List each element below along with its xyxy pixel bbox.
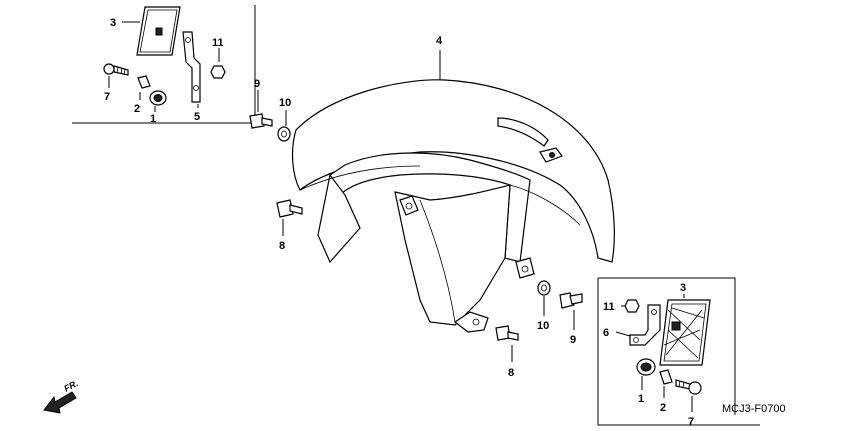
callout-1-top: 1 (150, 113, 156, 125)
washer-10-top (277, 126, 291, 142)
callout-3-top: 3 (110, 17, 116, 29)
callout-10-bottom: 10 (537, 320, 549, 332)
inset-box-bottom-right (597, 277, 760, 426)
bracket-bottom (629, 304, 661, 346)
collar-2-top (137, 75, 151, 89)
callout-5: 5 (194, 111, 200, 123)
callout-2-bottom: 2 (660, 402, 666, 414)
callout-2-top: 2 (134, 103, 140, 115)
washer-10-bottom (537, 280, 551, 296)
reflector-top (136, 6, 181, 56)
callout-7-bottom: 7 (688, 416, 694, 428)
callout-8-left: 8 (279, 240, 285, 252)
front-fender (291, 79, 615, 333)
nut-11-bottom (624, 299, 640, 313)
grommet-1-bottom (636, 358, 656, 376)
callout-11-top: 11 (212, 37, 224, 49)
collar-2-bottom (659, 369, 673, 385)
callout-11-bottom: 11 (603, 301, 615, 313)
callout-6: 6 (603, 327, 609, 339)
screw-7-top (103, 63, 129, 76)
callout-1-bottom: 1 (638, 393, 644, 405)
leader-6 (615, 331, 631, 337)
bolt-9-top (249, 113, 273, 129)
front-arrow-icon (43, 391, 77, 414)
diagram-code: MCJ3-F0700 (722, 403, 786, 415)
callout-4: 4 (436, 35, 443, 47)
grommet-1-top (149, 90, 167, 106)
bolt-8-bottom (495, 325, 519, 341)
bolt-8-left (276, 199, 303, 218)
leaders-top-left (108, 21, 220, 112)
bracket-top (182, 31, 201, 103)
callout-10-top: 10 (279, 97, 291, 109)
screw-7-bottom (675, 379, 702, 395)
callout-9-bottom: 9 (570, 334, 576, 346)
callout-8-bottom: 8 (508, 367, 514, 379)
front-direction-label: FR. (62, 378, 79, 394)
callout-7-top: 7 (104, 91, 110, 103)
callout-3-bottom: 3 (680, 282, 686, 294)
reflector-bottom (659, 299, 711, 366)
callout-9-top: 9 (254, 78, 260, 90)
bolt-9-bottom (559, 292, 583, 309)
nut-11-top (210, 65, 226, 79)
